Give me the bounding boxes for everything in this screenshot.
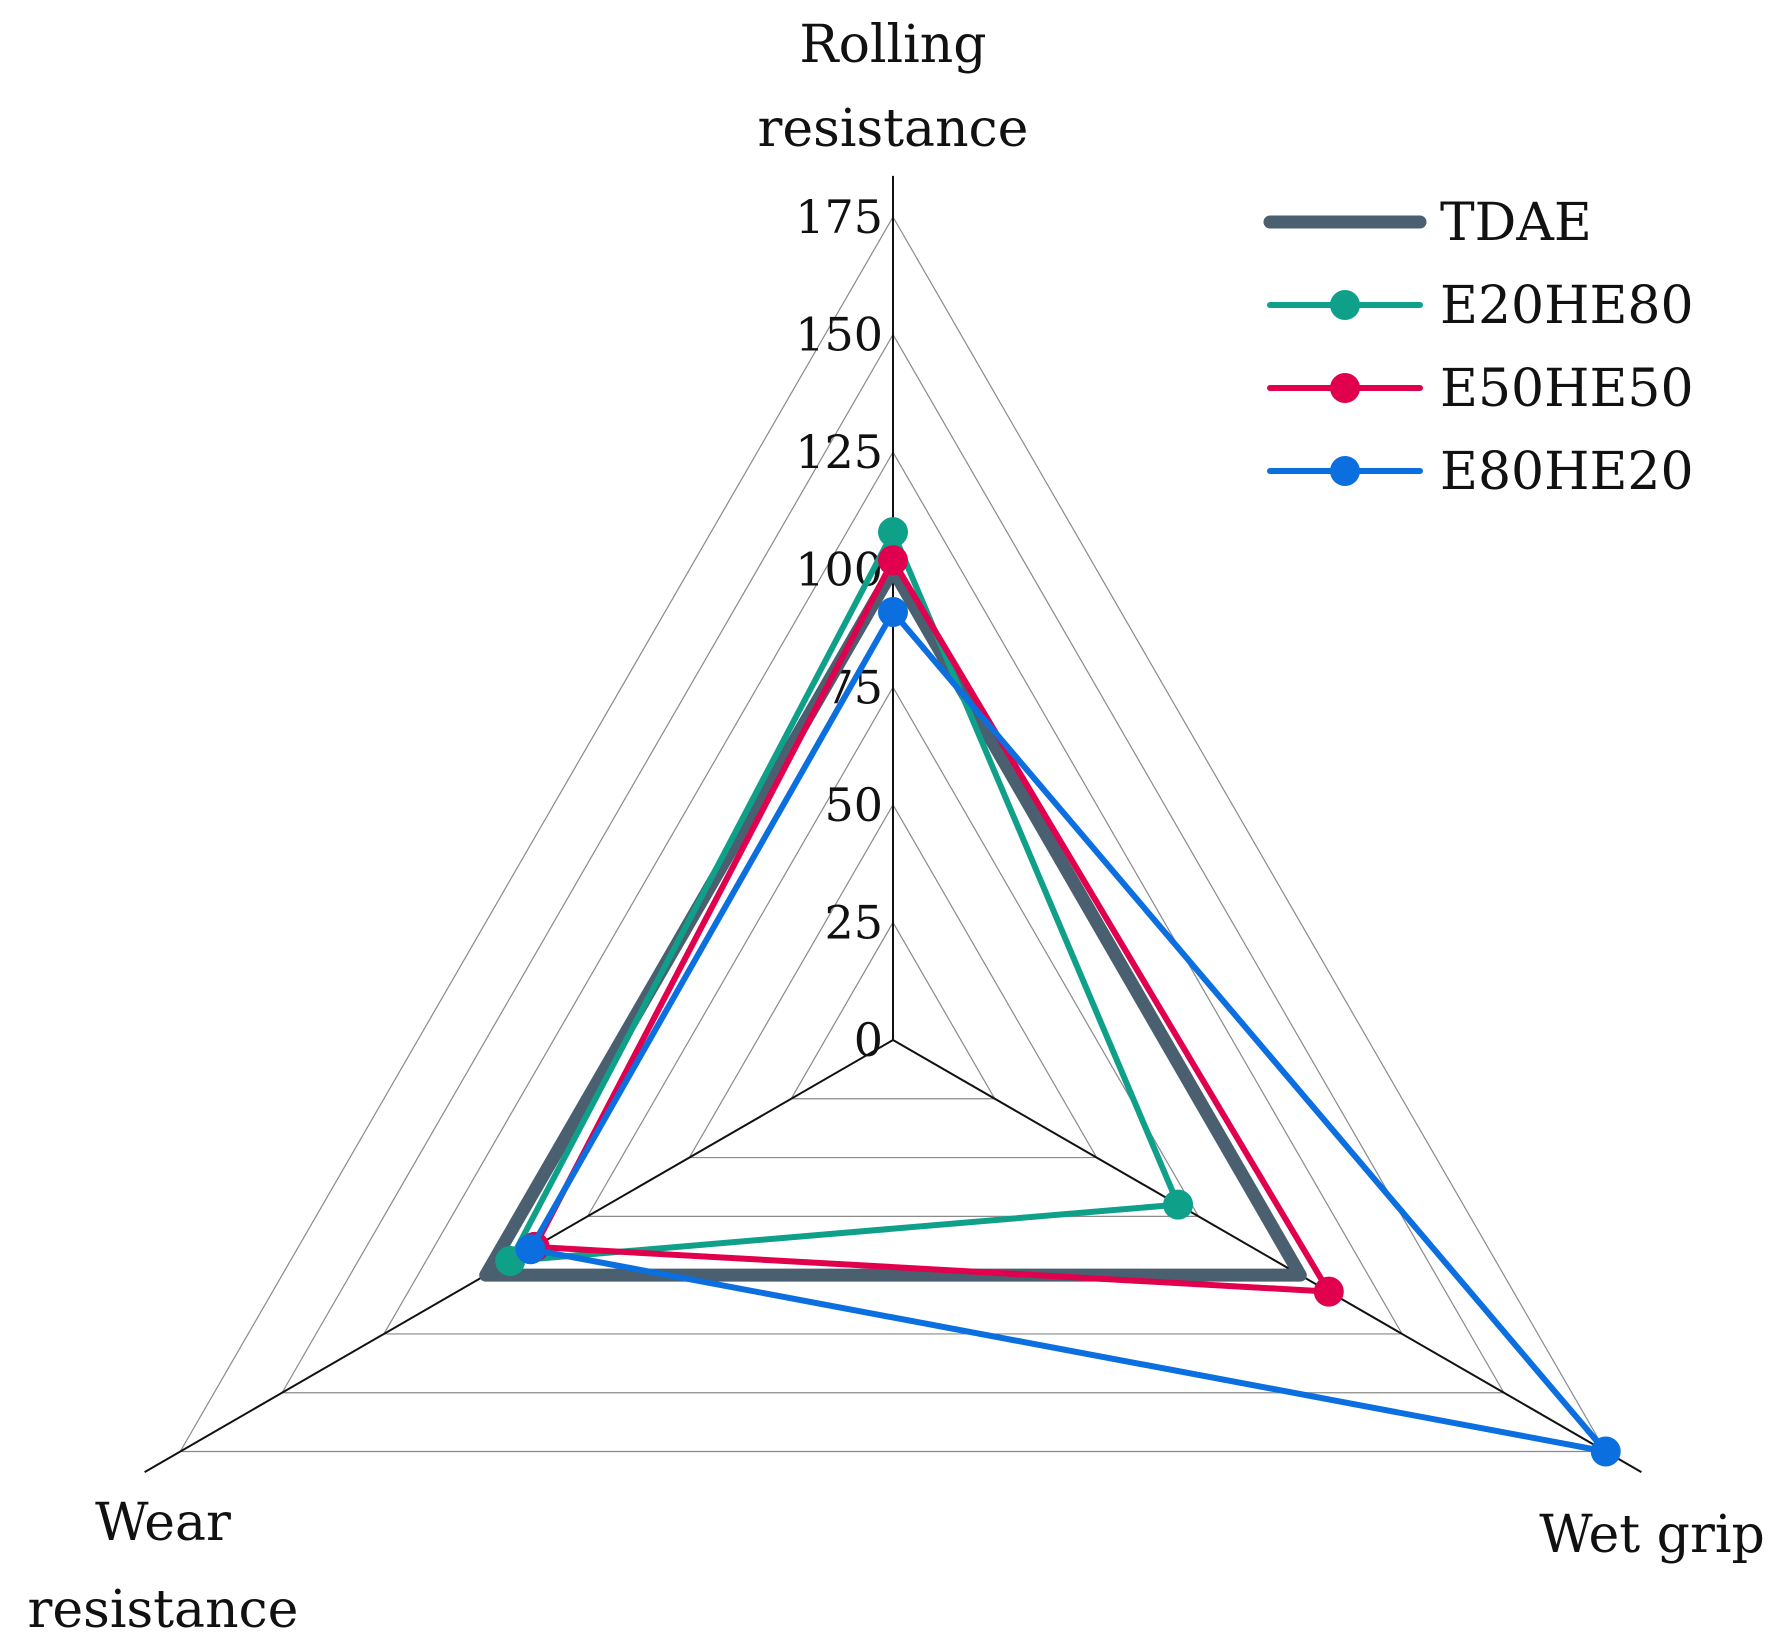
axis-title-1: Rolling [799,15,986,75]
tick-label: 100 [795,543,883,597]
series-line-E50HE50 [531,557,1332,1295]
legend-marker [1330,456,1360,486]
tick-label: 50 [824,778,883,832]
legend-label: E20HE80 [1440,276,1694,336]
series-polygons [479,517,1621,1467]
legend-item-E80HE20: E80HE20 [1267,442,1694,502]
point-E80HE20-3 [515,1234,546,1265]
series-E80HE20 [515,597,1621,1467]
grid-ring-125 [382,450,1404,1335]
point-E20HE80-1 [878,517,908,548]
grid-ring-50 [688,803,1098,1159]
legend-label: E50HE50 [1440,359,1694,419]
axis-title-3: resistance [28,1580,299,1640]
radar-grid [144,175,1642,1473]
tick-label: 150 [795,308,883,362]
tick-label: 175 [795,190,883,244]
legend-label: E80HE20 [1440,442,1694,502]
point-E20HE80-2 [1163,1189,1194,1220]
axis-title-3: Wear [95,1493,231,1553]
series-line-E80HE20 [527,609,1609,1455]
series-line-E20HE80 [507,529,1182,1265]
grid-ring-25 [790,921,996,1100]
legend-item-E50HE50: E50HE50 [1267,359,1694,419]
series-E20HE80 [495,517,1194,1277]
tick-label: 25 [824,895,883,949]
axis-title-1: resistance [758,99,1029,159]
point-E80HE20-2 [1590,1436,1621,1467]
legend-marker [1330,290,1360,320]
grid-ring-75 [586,686,1200,1217]
legend-item-TDAE: TDAE [1263,193,1592,253]
legend-label: TDAE [1440,193,1592,253]
grid-ring-150 [281,333,1505,1394]
axis-spoke-2 [892,1039,1642,1473]
point-E50HE50-1 [878,545,908,576]
tick-label: 125 [795,425,883,479]
axis-title-2: Wet grip [1539,1505,1764,1565]
grid-ring-175 [179,215,1607,1453]
tick-label: 0 [854,1013,883,1067]
point-E50HE50-2 [1313,1276,1344,1307]
legend-marker [1330,373,1360,403]
point-E80HE20-1 [878,597,908,628]
legend-item-E20HE80: E20HE80 [1267,276,1694,336]
